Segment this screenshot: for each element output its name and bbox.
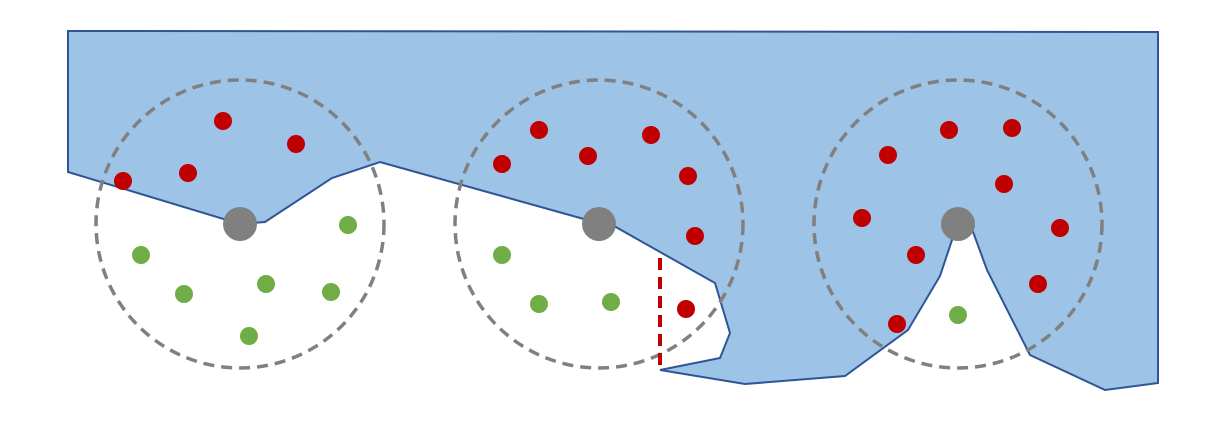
green-point bbox=[530, 295, 548, 313]
green-point bbox=[602, 293, 620, 311]
green-point bbox=[322, 283, 340, 301]
red-point bbox=[679, 167, 697, 185]
neighborhood-circle-left bbox=[94, 78, 386, 370]
red-point bbox=[579, 147, 597, 165]
red-point bbox=[1051, 219, 1069, 237]
neighborhood-circle-right bbox=[812, 78, 1104, 370]
green-point bbox=[493, 246, 511, 264]
red-point bbox=[940, 121, 958, 139]
green-point bbox=[175, 285, 193, 303]
red-point bbox=[1029, 275, 1047, 293]
neighborhood-circle-middle bbox=[453, 78, 745, 370]
green-point bbox=[240, 327, 258, 345]
green-point bbox=[949, 306, 967, 324]
red-point bbox=[888, 315, 906, 333]
center-point bbox=[582, 207, 616, 241]
red-point bbox=[287, 135, 305, 153]
shaded-region bbox=[67, 29, 1159, 392]
cluster-middle bbox=[493, 121, 704, 318]
red-point bbox=[1003, 119, 1021, 137]
red-point bbox=[686, 227, 704, 245]
red-point bbox=[853, 209, 871, 227]
green-point bbox=[257, 275, 275, 293]
green-point bbox=[132, 246, 150, 264]
red-point bbox=[214, 112, 232, 130]
red-point bbox=[907, 246, 925, 264]
red-point bbox=[179, 164, 197, 182]
red-point bbox=[995, 175, 1013, 193]
center-point bbox=[223, 207, 257, 241]
cluster-left bbox=[114, 112, 357, 345]
green-point bbox=[339, 216, 357, 234]
red-point bbox=[677, 300, 695, 318]
center-point bbox=[941, 207, 975, 241]
red-point bbox=[530, 121, 548, 139]
cluster-right bbox=[853, 119, 1069, 333]
red-point bbox=[642, 126, 660, 144]
red-point bbox=[879, 146, 897, 164]
red-point bbox=[114, 172, 132, 190]
red-point bbox=[493, 155, 511, 173]
